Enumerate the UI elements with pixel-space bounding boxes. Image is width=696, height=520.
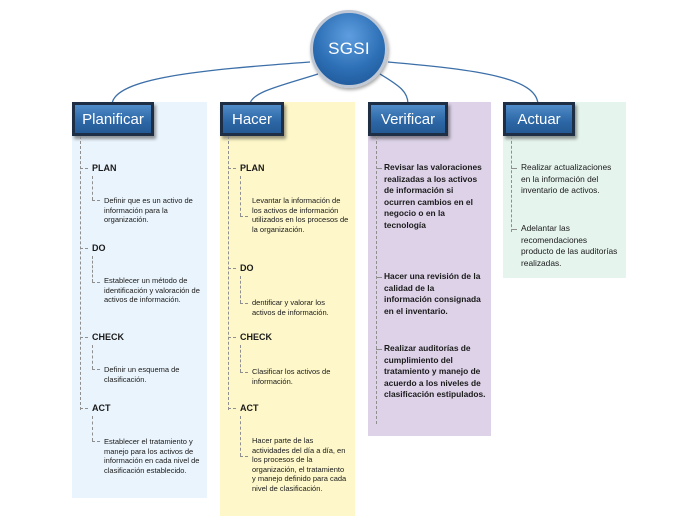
branch-node-hacer[interactable]: Hacer — [220, 102, 284, 136]
section-description: dentificar y valorar los activos de info… — [252, 298, 329, 317]
connector-verificar — [379, 73, 409, 105]
branch-title: Planificar — [82, 110, 144, 128]
section-label: CHECK — [240, 332, 273, 342]
verificar-item: Realizar auditorías de cumplimiento del … — [384, 343, 486, 400]
actuar-item: Adelantar las recomendaciones producto d… — [521, 223, 618, 268]
connector-hacer — [249, 73, 319, 105]
branch-node-verificar[interactable]: Verificar — [368, 102, 448, 136]
tree-line — [511, 136, 512, 232]
section-label: PLAN — [92, 163, 117, 173]
branch-node-actuar[interactable]: Actuar — [503, 102, 575, 136]
actuar-item: Realizar actualizaciones en la informaci… — [521, 162, 612, 196]
tree-line — [80, 136, 81, 410]
section-description: Clasificar los activos de información. — [252, 367, 331, 386]
branch-title: Actuar — [517, 110, 561, 128]
section-description: Hacer parte de las actividades del día a… — [252, 436, 347, 493]
branch-node-planificar[interactable]: Planificar — [72, 102, 154, 136]
connector-planificar — [111, 61, 311, 105]
section-label: ACT — [92, 403, 111, 413]
section-description: Definir un esquema de clasificación. — [104, 365, 180, 384]
verificar-item: Revisar las valoraciones realizadas a lo… — [384, 162, 482, 230]
verificar-item: Hacer una revisión de la calidad de la i… — [384, 271, 481, 316]
branch-panel-hacer — [220, 102, 355, 516]
connector-actuar — [387, 61, 539, 105]
root-node-sgsi[interactable]: SGSI — [310, 10, 388, 88]
section-label: DO — [240, 263, 254, 273]
section-description: Definir que es un activo de información … — [104, 196, 193, 225]
section-label: DO — [92, 243, 106, 253]
branch-panel-planificar — [72, 102, 207, 498]
section-label: PLAN — [240, 163, 265, 173]
root-label: SGSI — [328, 39, 370, 58]
section-label: ACT — [240, 403, 259, 413]
tree-line — [228, 136, 229, 410]
branch-panel-verificar — [368, 102, 491, 436]
section-label: CHECK — [92, 332, 125, 342]
section-description: Establecer un método de identificación y… — [104, 276, 200, 305]
branch-title: Verificar — [380, 110, 436, 128]
section-description: Levantar la información de los activos d… — [252, 196, 349, 234]
branch-title: Hacer — [231, 110, 272, 128]
section-description: Establecer el tratamiento y manejo para … — [104, 437, 200, 475]
tree-line — [376, 136, 377, 424]
